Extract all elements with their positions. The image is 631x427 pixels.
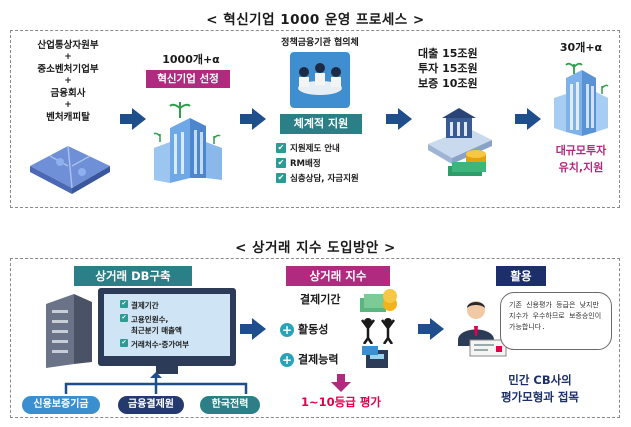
use-caption: 민간 CB사의 평가모형과 접목	[466, 372, 614, 406]
flow-arrow	[418, 318, 444, 340]
money-icon	[428, 108, 492, 176]
stage5-label: 대규모투자 유치,지원	[548, 142, 614, 176]
screen-item: ✔고용인원수, 최근분기 매출액	[120, 314, 230, 336]
index-row-label: 결제기간	[300, 293, 341, 306]
section2-title: < 상거래 지수 도입방안 >	[235, 240, 396, 256]
agency-item: 금융회사	[50, 88, 86, 99]
down-arrow-icon	[331, 374, 351, 392]
monitor-stand	[156, 366, 178, 374]
process-panel	[10, 30, 620, 208]
checkbox-icon: ✔	[276, 157, 286, 168]
meeting-icon	[290, 52, 350, 108]
stage2-count: 1000개+α	[162, 53, 220, 66]
index-row: + 결제능력	[280, 352, 338, 367]
speech-bubble: 기존 신용평가 등급은 낮지만 지수가 우수하므로 보증승인이 가능합니다.	[500, 292, 612, 350]
checkbox-icon: ✔	[276, 172, 286, 183]
plus-sign: +	[64, 100, 72, 110]
checklist-label: 심층상담, 자금지원	[290, 173, 359, 184]
checkbox-icon: ✔	[120, 339, 128, 347]
source-connectors	[64, 372, 248, 394]
puzzle-icon	[30, 145, 110, 194]
plus-sign: +	[64, 76, 72, 86]
checklist-item: ✔ RM배정	[276, 155, 386, 170]
db-header: 상거래 DB구축	[74, 266, 192, 286]
support-checklist: ✔ 지원제도 안내 ✔ RM배정 ✔ 심층상담, 자금지원	[276, 140, 386, 185]
index-header: 상거래 지수	[286, 266, 390, 286]
source-tag: 한국전력	[200, 396, 260, 414]
checklist-label: RM배정	[290, 158, 321, 169]
use-caption-line: 민간 CB사의	[508, 373, 572, 387]
stage5-count: 30개+α	[559, 41, 603, 54]
screen-item: ✔결제기간	[120, 300, 230, 311]
flow-arrow	[240, 108, 266, 130]
amount-line: 대출 15조원	[418, 47, 478, 60]
stage3-heading: 정책금융기관 협의체	[281, 38, 359, 48]
amount-line: 보증 10조원	[418, 77, 478, 90]
people-icon	[361, 318, 395, 344]
buildings-icon	[153, 102, 222, 183]
plus-circle-icon: +	[280, 352, 294, 367]
checkbox-icon: ✔	[276, 142, 286, 153]
checklist-label: 지원제도 안내	[290, 143, 340, 154]
consultant-icon	[458, 301, 507, 357]
index-row: + 활동성	[280, 322, 328, 337]
screen-item: ✔거래처수·증가여부	[120, 339, 230, 350]
use-caption-line: 평가모형과 접목	[500, 390, 580, 404]
stage5-label-line: 대규모투자	[555, 144, 607, 157]
stage1-agencies: 산업통상자원부 + 중소벤처기업부 + 금융회사 + 벤처캐피탈	[18, 38, 118, 125]
checklist-item: ✔ 심층상담, 자금지원	[276, 170, 386, 185]
index-row-label: 결제능력	[298, 353, 339, 366]
source-tag: 신용보증기금	[22, 396, 100, 414]
use-header: 활용	[496, 266, 546, 286]
agency-item: 중소벤처기업부	[37, 64, 99, 75]
screen-item-label: 고용인원수, 최근분기 매출액	[131, 315, 182, 335]
section1-title: < 혁신기업 1000 운영 프로세스 >	[206, 12, 425, 28]
server-icon	[46, 294, 92, 368]
index-result: 1~10등급 평가	[301, 395, 381, 409]
flow-arrow	[240, 318, 266, 340]
checkbox-icon: ✔	[120, 300, 128, 308]
amount-line: 투자 15조원	[418, 62, 478, 75]
checklist-item: ✔ 지원제도 안내	[276, 140, 386, 155]
card-terminal-icon	[362, 346, 388, 368]
stage4-amounts: 대출 15조원 투자 15조원 보증 10조원	[418, 46, 498, 91]
agency-item: 산업통상자원부	[37, 40, 99, 51]
plus-circle-icon: +	[280, 322, 294, 337]
plus-sign: +	[64, 52, 72, 62]
flow-arrow	[515, 108, 541, 130]
stage3-label: 체계적 지원	[280, 114, 362, 134]
flow-arrow	[386, 108, 412, 130]
screen-item-label: 거래처수·증가여부	[131, 340, 190, 349]
flow-arrow	[120, 108, 146, 130]
stage2-label: 혁신기업 선정	[146, 70, 230, 88]
screen-item-label: 결제기간	[131, 301, 159, 310]
index-panel	[10, 258, 620, 418]
tall-buildings-icon	[554, 62, 609, 136]
stage5-label-line: 유치,지원	[558, 161, 604, 174]
source-tag: 금융결제원	[118, 396, 184, 414]
checkbox-icon: ✔	[120, 314, 128, 322]
cash-icon	[360, 289, 397, 312]
db-screen-items: ✔결제기간 ✔고용인원수, 최근분기 매출액 ✔거래처수·증가여부	[120, 300, 230, 350]
index-row-label: 활동성	[298, 323, 329, 336]
agency-item: 벤처캐피탈	[46, 112, 90, 123]
